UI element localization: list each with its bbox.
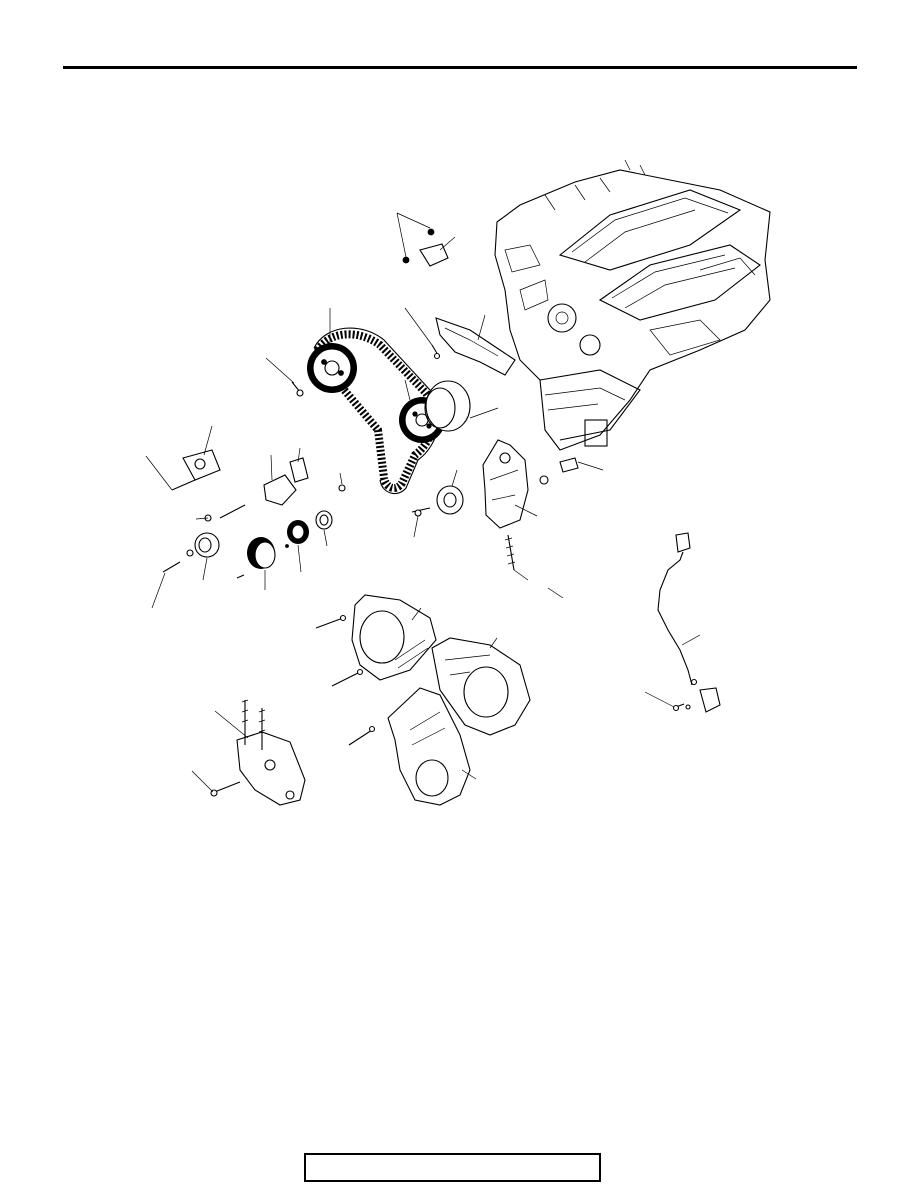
sprocket-icon (307, 343, 357, 393)
sprocket-icon (162, 510, 333, 579)
bolt-icon (210, 344, 685, 797)
footer-box (304, 1153, 601, 1182)
leader-lines (145, 212, 701, 793)
tensioner-icon (436, 439, 579, 571)
engine-block-icon (494, 159, 771, 451)
tensioner-icon (171, 449, 346, 522)
header-rule (63, 66, 857, 69)
bracket-icon (236, 699, 306, 806)
idler-pulley-icon (424, 380, 471, 432)
sensor-icon (657, 532, 721, 713)
timing-cover-icon (351, 594, 531, 806)
